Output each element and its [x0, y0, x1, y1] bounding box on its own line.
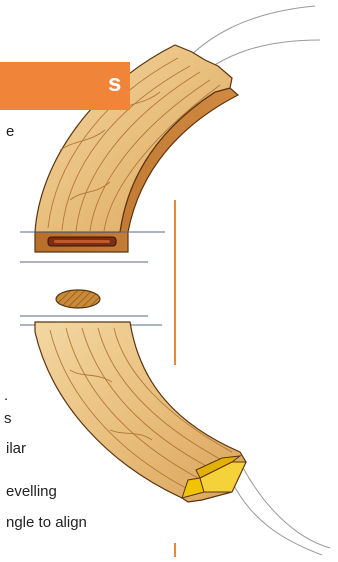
text-fragment: . [4, 387, 8, 404]
section-header-text: s [108, 70, 121, 98]
text-fragment: ilar [6, 440, 26, 457]
slot-mortise [48, 237, 116, 246]
text-fragment: s [4, 410, 12, 427]
biscuit [56, 290, 100, 308]
vertical-accent-rule-short [174, 543, 176, 557]
vertical-accent-rule [174, 200, 176, 365]
text-fragment: e [6, 123, 14, 140]
text-fragment: ngle to align [6, 514, 87, 531]
text-fragment: evelling [6, 483, 57, 500]
section-header-band: s [0, 62, 130, 110]
